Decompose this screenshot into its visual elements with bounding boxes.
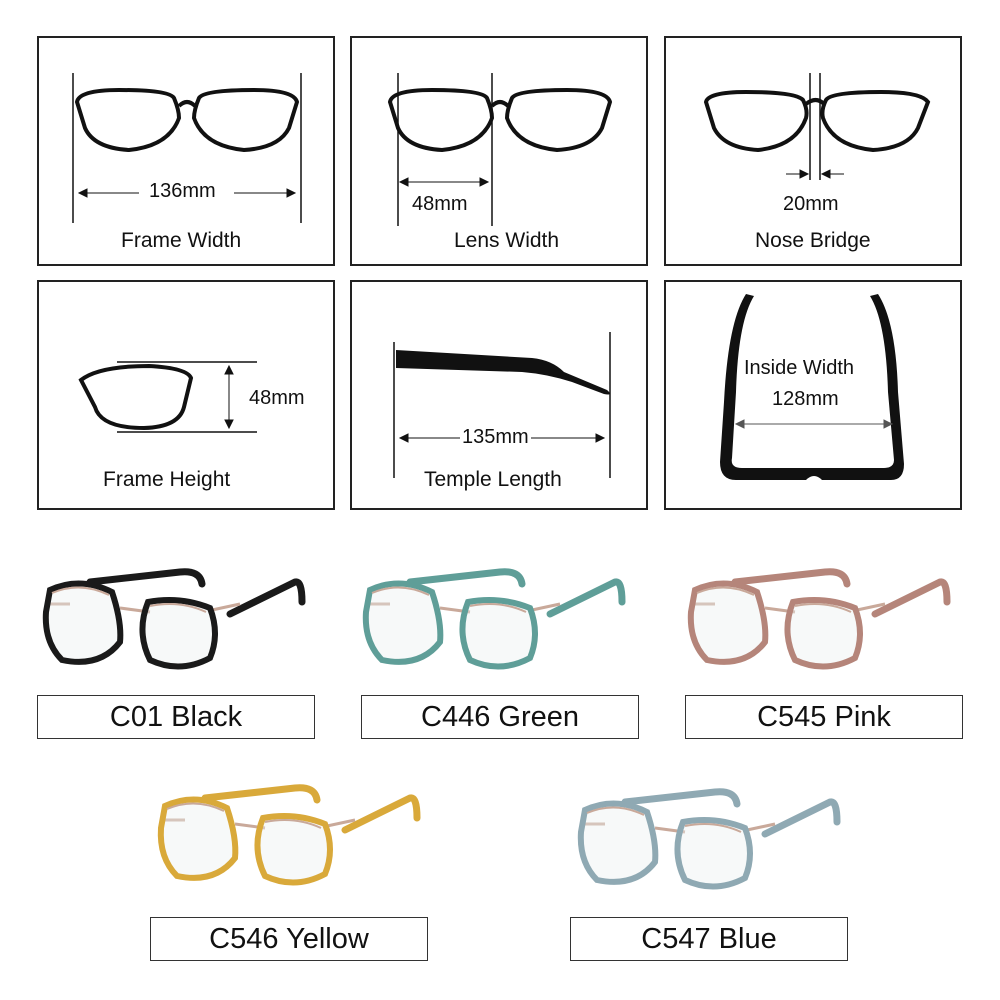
frame-height-value: 48mm	[247, 387, 307, 410]
glasses-image	[687, 568, 951, 670]
glasses-image	[577, 788, 841, 890]
color-label-c01-black: C01 Black	[37, 695, 315, 739]
glasses-photo-c545-pink	[685, 562, 960, 677]
glasses-photo-c01-black	[40, 562, 315, 677]
glasses-image	[42, 568, 306, 670]
frame-width-panel: 136mm Frame Width	[37, 36, 335, 266]
lens-width-label: Lens Width	[454, 229, 560, 252]
glasses-image	[157, 784, 421, 886]
lens-width-panel: 48mm Lens Width	[350, 36, 648, 266]
frame-height-panel: 48mm Frame Height	[37, 280, 335, 510]
glasses-front-diagram	[703, 73, 931, 180]
color-label-c446-green: C446 Green	[361, 695, 639, 739]
glasses-image	[362, 568, 626, 670]
color-label-c547-blue: C547 Blue	[570, 917, 848, 961]
glasses-photo-c546-yellow	[155, 778, 430, 893]
nose-bridge-label: Nose Bridge	[755, 229, 871, 252]
nose-bridge-panel: 20mm Nose Bridge	[664, 36, 962, 266]
glasses-front-diagram	[387, 73, 613, 226]
inside-width-panel: Inside Width 128mm	[664, 280, 962, 510]
inside-width-value: 128mm	[772, 388, 839, 410]
glasses-photo-c547-blue	[575, 782, 850, 897]
temple-arm-diagram	[393, 332, 611, 478]
glasses-photo-c446-green	[360, 562, 635, 677]
frame-width-label: Frame Width	[121, 229, 242, 252]
frame-width-value: 136mm	[147, 180, 218, 203]
color-label-c545-pink: C545 Pink	[685, 695, 963, 739]
temple-length-value: 135mm	[460, 426, 531, 449]
lens-side-diagram	[78, 361, 257, 433]
glasses-top-diagram	[720, 294, 904, 480]
temple-length-panel: 135mm Temple Length	[350, 280, 648, 510]
lens-width-value: 48mm	[410, 193, 470, 216]
inside-width-label: Inside Width	[744, 357, 855, 379]
temple-length-label: Temple Length	[424, 468, 562, 491]
color-label-c546-yellow: C546 Yellow	[150, 917, 428, 961]
glasses-front-diagram	[72, 73, 302, 223]
nose-bridge-value: 20mm	[781, 193, 841, 216]
frame-height-label: Frame Height	[103, 468, 231, 491]
